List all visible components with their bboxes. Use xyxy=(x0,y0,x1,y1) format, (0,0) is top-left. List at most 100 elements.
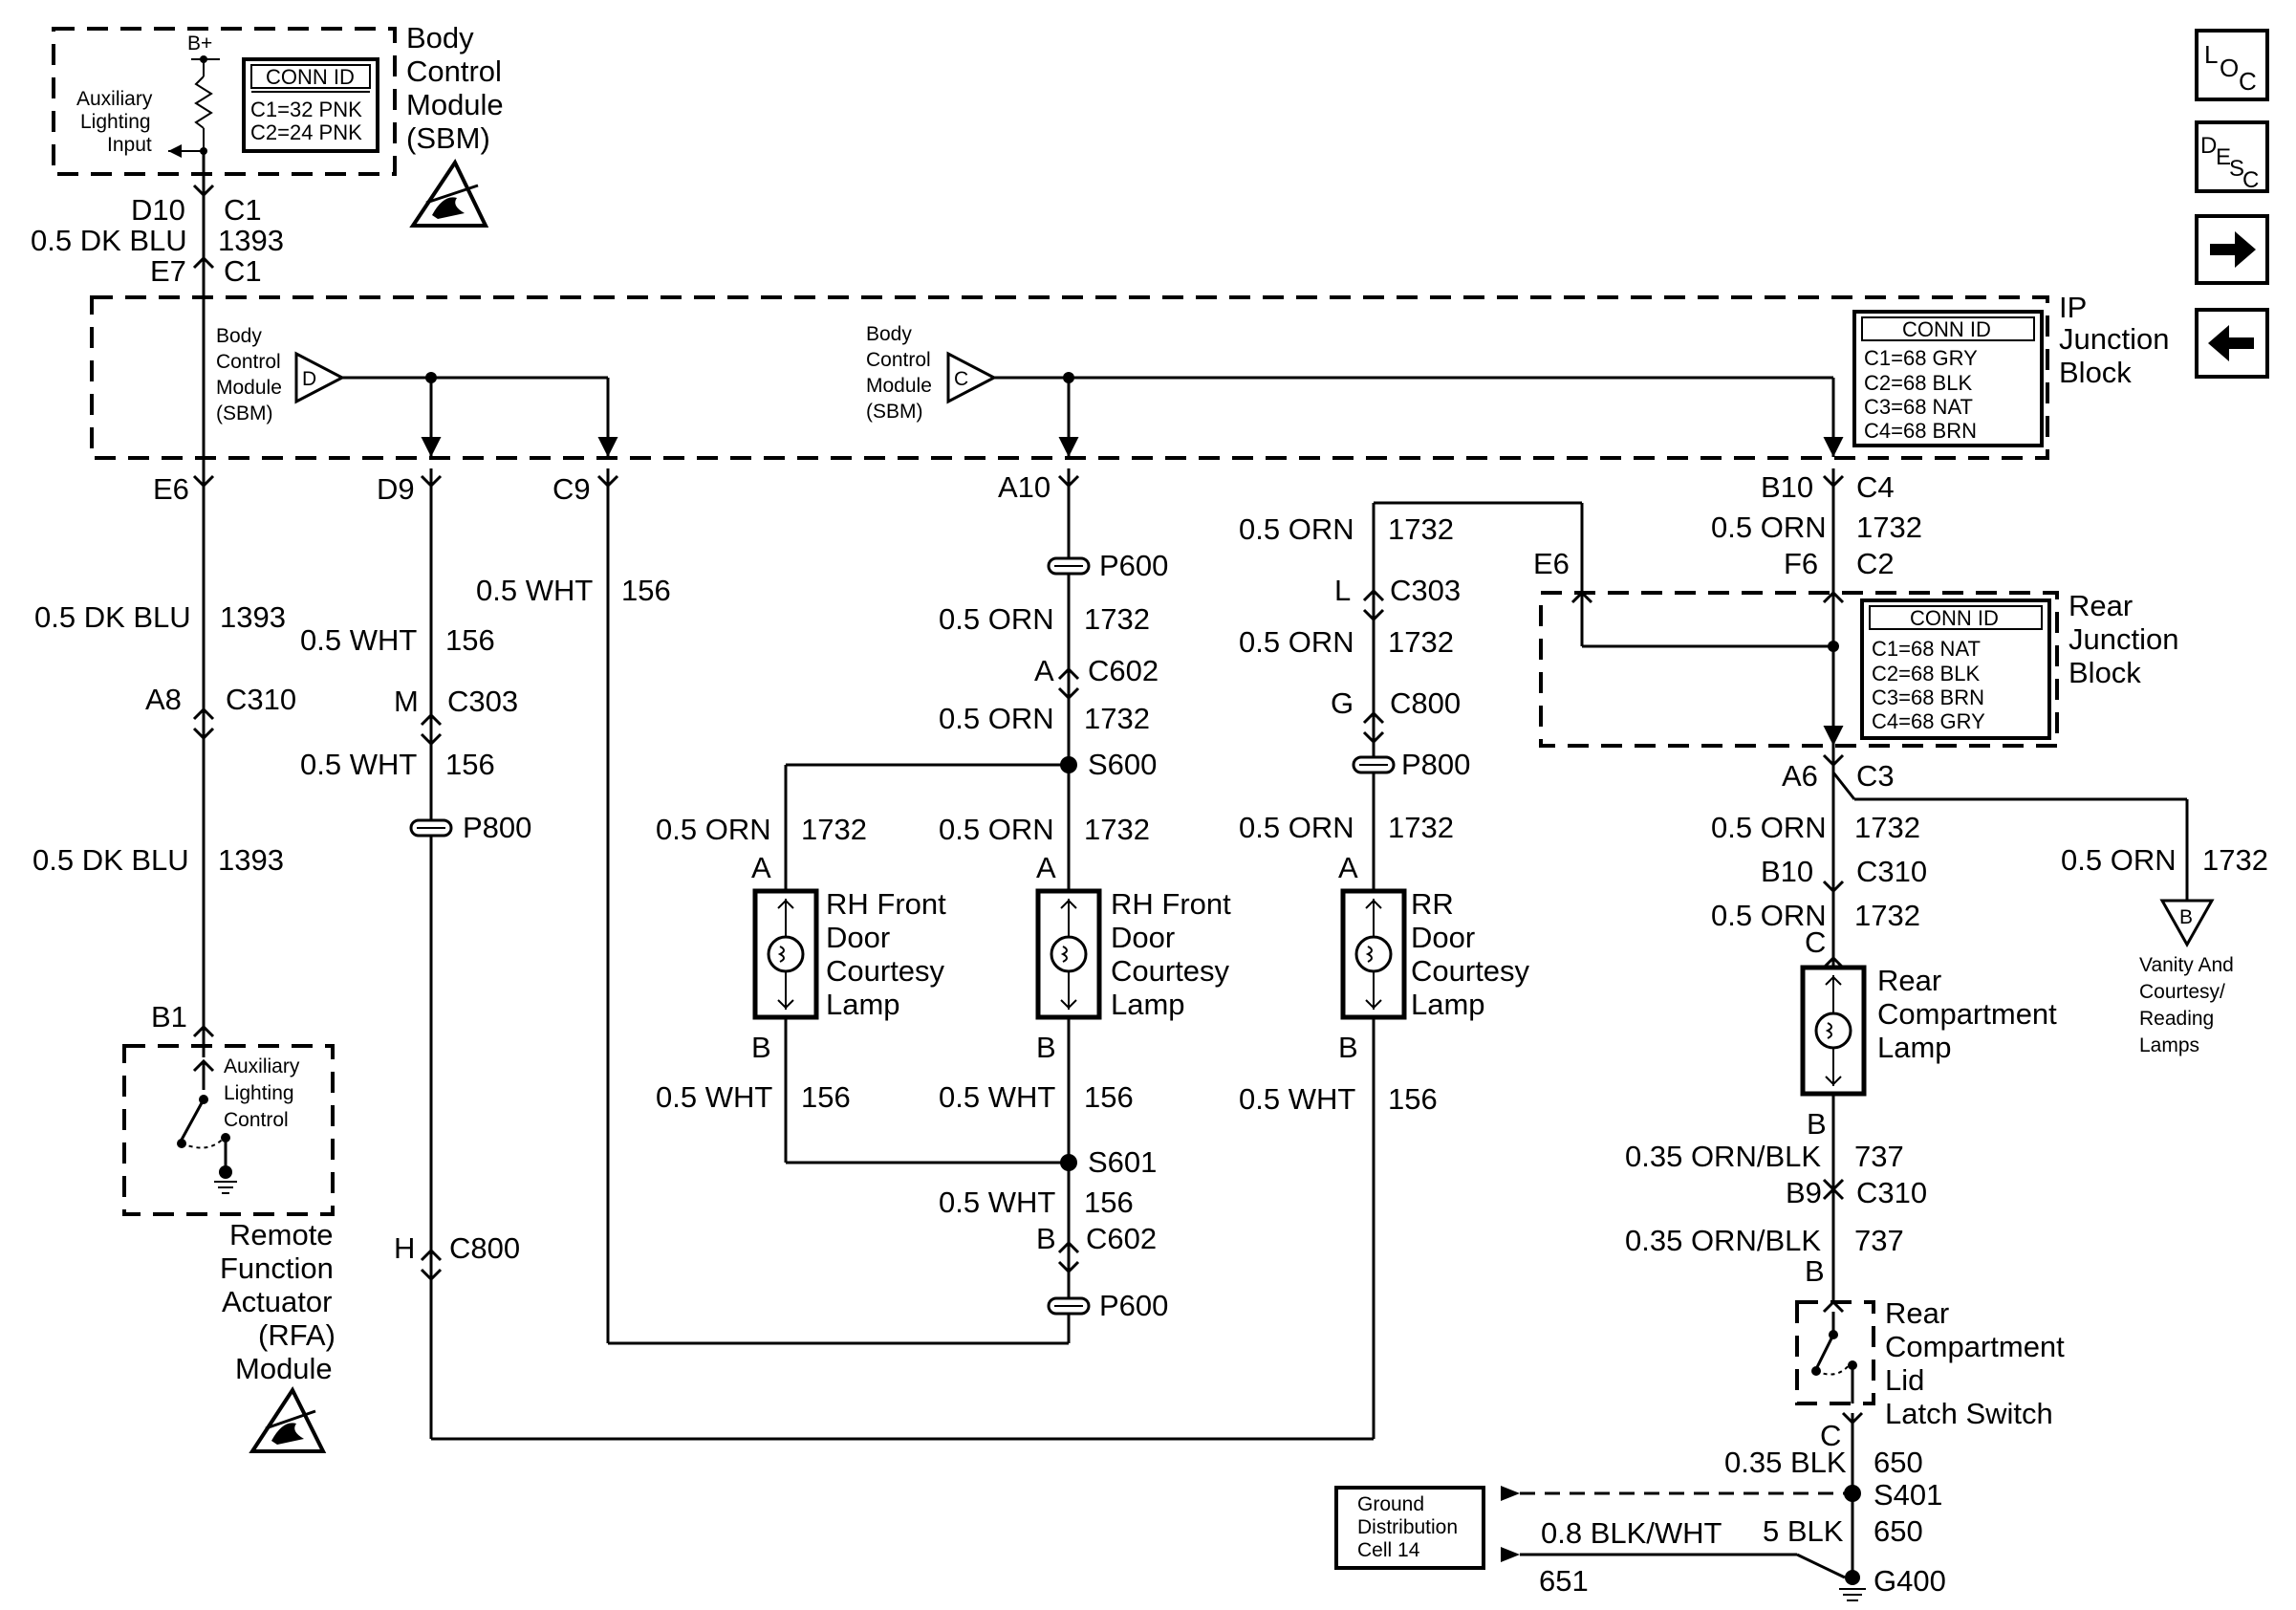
svg-text:L: L xyxy=(2204,40,2218,69)
conn-label: C303 xyxy=(447,685,518,718)
wire-color: 0.5 ORN xyxy=(656,813,771,846)
wire-color: 0.5 DK BLU xyxy=(31,224,187,257)
wire-color: 0.5 WHT xyxy=(300,623,417,657)
svg-text:D: D xyxy=(2200,133,2217,159)
tri-label: B xyxy=(2179,906,2193,928)
pin-label: A xyxy=(751,851,771,884)
bcm-d-label: Control xyxy=(216,351,281,373)
circuit-number: 156 xyxy=(445,748,495,781)
svg-text:E: E xyxy=(2216,144,2231,170)
rear-compartment-lamp xyxy=(1800,965,1867,1097)
pin-label: A10 xyxy=(998,470,1051,504)
rfa-title: Function xyxy=(220,1251,334,1285)
circuit-number: 156 xyxy=(801,1080,851,1114)
conn-label: C800 xyxy=(1390,686,1461,720)
pin-label: A xyxy=(1036,851,1056,884)
pin-label: E6 xyxy=(153,472,189,506)
bcm-title: Body xyxy=(406,21,474,54)
bcm-c-label: Body xyxy=(866,323,912,345)
pin-label: C xyxy=(1820,1419,1841,1452)
pin-label: B1 xyxy=(151,1000,187,1033)
pin-label: E7 xyxy=(150,254,186,288)
bcm-d-label: Body xyxy=(216,325,262,347)
ground-g400-icon xyxy=(1839,1570,1866,1601)
conn-label: C1 xyxy=(224,254,262,288)
conn-label: C4 xyxy=(1856,470,1895,504)
wire-color: 0.5 DK BLU xyxy=(34,600,191,634)
conn-id-title: CONN ID xyxy=(1902,317,1991,341)
pin-label: D9 xyxy=(377,472,415,506)
rh-front-door-lamp-2 xyxy=(1035,888,1102,1020)
desc-icon[interactable]: D E S C xyxy=(2195,120,2269,193)
aux-ctrl-label: Control xyxy=(224,1109,289,1131)
next-arrow-icon[interactable] xyxy=(2195,214,2269,285)
vanity-label: Lamps xyxy=(2139,1034,2199,1056)
conn-label: C310 xyxy=(226,683,296,716)
esd-icon xyxy=(409,158,489,228)
splice-label: S401 xyxy=(1874,1478,1942,1512)
pin-label: C9 xyxy=(552,472,591,506)
svg-text:O: O xyxy=(2220,54,2239,82)
wire-color: 0.5 ORN xyxy=(1239,512,1354,546)
lamp-label: Courtesy xyxy=(1411,954,1530,988)
lamp-label: Door xyxy=(826,921,890,954)
lamp-label: Lamp xyxy=(1411,988,1485,1021)
wire-color: 0.5 WHT xyxy=(656,1080,772,1114)
wire-color: 0.5 ORN xyxy=(1239,811,1354,844)
rfa-title: Module xyxy=(235,1352,333,1385)
bcm-top-box: Auxiliary Lighting Input B+ CONN ID C1=3… xyxy=(52,27,397,176)
lamp-label: RH Front xyxy=(1111,887,1231,921)
wire-color: 0.5 ORN xyxy=(939,813,1054,846)
conn-id-row: C2=68 BLK xyxy=(1872,662,1980,685)
circuit-number: 156 xyxy=(1388,1082,1438,1116)
loc-icon[interactable]: L O C xyxy=(2195,29,2269,101)
lamp-label: Door xyxy=(1111,921,1175,954)
aux-input-label: Lighting xyxy=(80,111,151,133)
conn-id-row: C1=68 GRY xyxy=(1864,346,1978,370)
pin-label: C xyxy=(1805,925,1826,959)
conn-label: C602 xyxy=(1088,654,1159,687)
esd-icon xyxy=(249,1385,327,1453)
wire-color: 0.5 ORN xyxy=(939,602,1054,636)
gdc-label: Cell 14 xyxy=(1357,1539,1420,1561)
wire-color: 0.5 ORN xyxy=(2061,843,2177,877)
conn-id-row: C3=68 BRN xyxy=(1872,685,1984,709)
lamp-label: RR xyxy=(1411,887,1454,921)
p600-connector xyxy=(1047,1296,1091,1316)
svg-text:C: C xyxy=(2242,167,2259,193)
conn-id-row: C2=24 PNK xyxy=(250,120,362,144)
circuit-number: 1732 xyxy=(1084,602,1150,636)
bcm-c-label: (SBM) xyxy=(866,401,923,423)
ground-distribution-box xyxy=(1334,1486,1485,1570)
circuit-number: 737 xyxy=(1854,1224,1904,1257)
conn-label: C2 xyxy=(1856,547,1895,580)
svg-text:C: C xyxy=(2239,67,2257,96)
rfa-title: Remote xyxy=(229,1218,334,1251)
pin-label: B xyxy=(1338,1031,1358,1064)
svg-text:S: S xyxy=(2229,156,2244,182)
conn-id-title: CONN ID xyxy=(266,65,355,89)
lamp-label: Rear xyxy=(1877,964,1941,997)
wire-color: 0.5 ORN xyxy=(1711,511,1827,544)
wire-color: 0.5 WHT xyxy=(1239,1082,1355,1116)
pin-label: A xyxy=(1034,654,1054,687)
wire-color: 0.5 WHT xyxy=(939,1186,1055,1219)
bcm-d-label: Module xyxy=(216,377,282,399)
rjb-title: Rear xyxy=(2069,589,2133,622)
latch-label: Compartment xyxy=(1885,1330,2065,1363)
conn-id-title: CONN ID xyxy=(1910,606,1999,630)
conn-label: C602 xyxy=(1086,1222,1157,1255)
splice-s401 xyxy=(1844,1485,1861,1502)
pin-label: B xyxy=(1807,1107,1827,1141)
prev-arrow-icon[interactable] xyxy=(2195,308,2269,379)
wire-color: 0.5 WHT xyxy=(300,748,417,781)
circuit-number: 650 xyxy=(1874,1514,1923,1548)
lamp-label: RH Front xyxy=(826,887,946,921)
pin-label: A8 xyxy=(145,683,182,716)
wire-color: 0.5 WHT xyxy=(476,574,593,607)
conn-label: C3 xyxy=(1856,759,1895,793)
wire-color: 0.5 ORN xyxy=(1239,625,1354,659)
bcm-title: Module xyxy=(406,88,504,121)
pin-label: B xyxy=(1805,1254,1825,1288)
